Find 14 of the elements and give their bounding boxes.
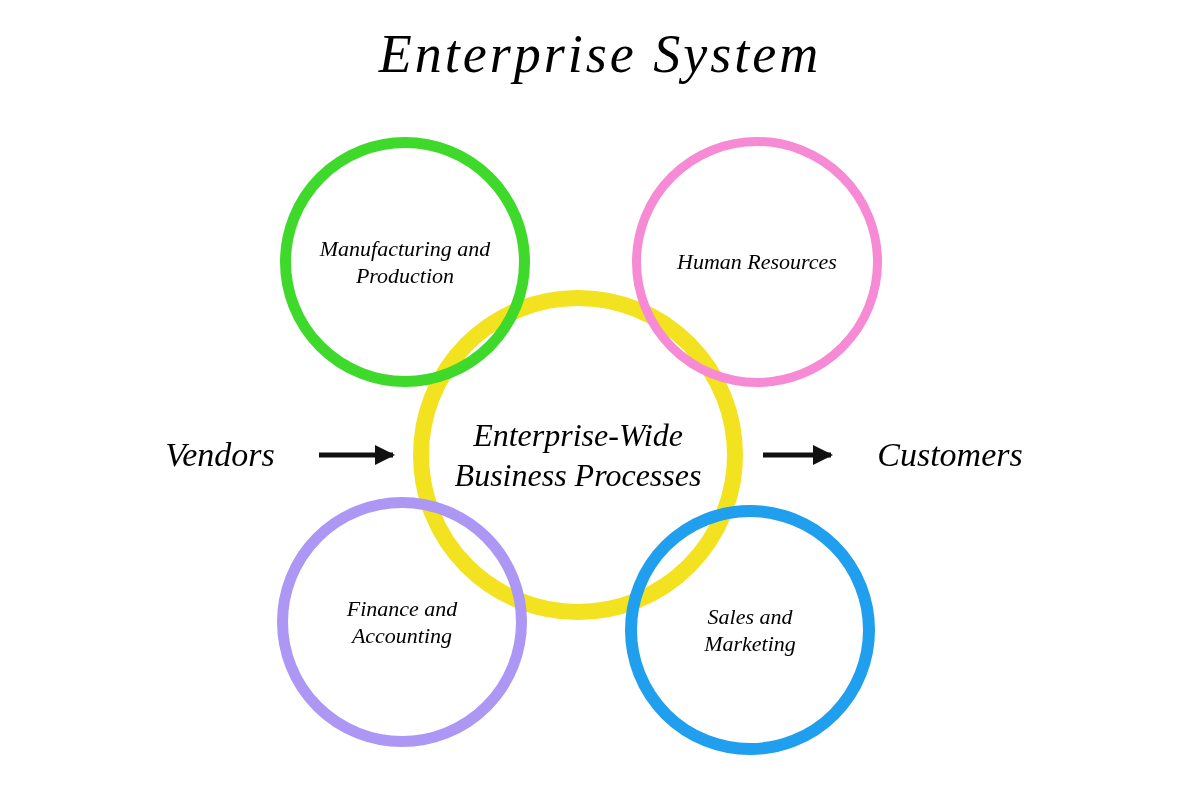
node-text: Enterprise-Wide Business Processes bbox=[453, 416, 703, 495]
node-text: Manufacturing and Production bbox=[318, 234, 492, 290]
node-text: Finance and Accounting bbox=[345, 594, 459, 650]
arrow bbox=[319, 445, 395, 465]
ring-circle bbox=[632, 137, 882, 387]
ring-circle bbox=[277, 497, 527, 747]
ring-circle bbox=[280, 137, 530, 387]
diagram-title: Enterprise System bbox=[378, 23, 822, 86]
node-text: Customers bbox=[877, 434, 1023, 475]
node-text: Human Resources bbox=[677, 248, 837, 276]
ring-circle bbox=[625, 505, 875, 755]
arrow bbox=[763, 445, 833, 465]
node-text: Sales and Marketing bbox=[703, 602, 797, 658]
node-text: Vendors bbox=[165, 434, 275, 475]
